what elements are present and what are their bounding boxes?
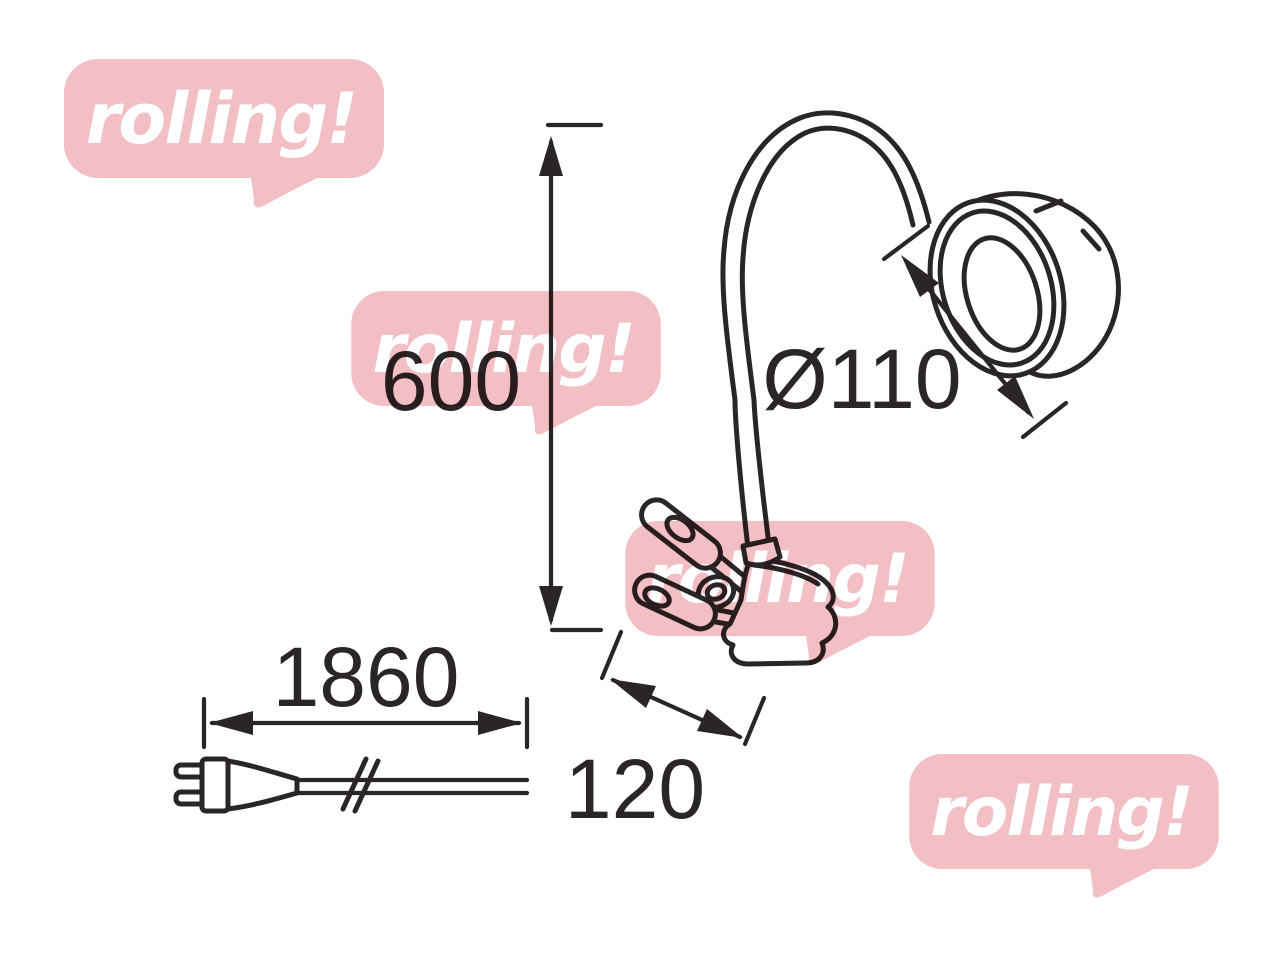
head-diameter-value: Ø110 xyxy=(762,332,961,426)
speech-bubble-shape xyxy=(625,520,935,665)
watermark-text: rolling! xyxy=(646,539,908,618)
power-plug xyxy=(173,756,300,814)
gooseneck-outer-line xyxy=(720,110,932,551)
arrowhead-down xyxy=(539,586,563,626)
power-cable xyxy=(294,756,530,814)
extension-tick-lower xyxy=(1020,400,1069,440)
lens xyxy=(961,235,1043,353)
watermark-text: rolling! xyxy=(372,309,634,388)
extension-tick-upper xyxy=(881,223,931,262)
shade-seam-marks xyxy=(1033,198,1102,252)
extension-tick-right xyxy=(742,695,767,747)
arrowhead-upleft xyxy=(610,679,656,708)
gooseneck xyxy=(720,110,932,551)
arrowhead-downright xyxy=(697,709,743,738)
plug-cone xyxy=(225,758,300,812)
arrowhead-up xyxy=(539,136,563,176)
dimension-cable-length: 1860 xyxy=(201,630,530,750)
arrowhead-left xyxy=(209,711,253,735)
plug-body xyxy=(199,756,231,814)
watermark-bubble-top-left: rolling! xyxy=(64,59,384,208)
cable-length-value: 1860 xyxy=(273,630,460,724)
watermark-bubble-center-left: rolling! xyxy=(351,290,661,435)
watermark-text: rolling! xyxy=(86,78,356,160)
gooseneck-inner-line xyxy=(739,125,916,548)
arrowhead-downright xyxy=(997,376,1034,419)
arrowhead-right xyxy=(478,711,522,735)
watermark-text: rolling! xyxy=(930,772,1192,851)
watermark-bubble-bottom-right: rolling! xyxy=(909,753,1219,898)
dimension-clamp-depth: 120 xyxy=(565,629,767,836)
extension-tick-left xyxy=(599,629,624,681)
dimension-head-diameter: Ø110 xyxy=(762,223,1069,440)
speech-bubble-shape xyxy=(909,753,1219,898)
watermark-bubble-center: rolling! xyxy=(625,520,935,665)
cable-break-symbol xyxy=(340,756,381,814)
speech-bubble-shape xyxy=(64,59,384,208)
speech-bubble-shape xyxy=(351,290,661,435)
arrowhead-upleft xyxy=(901,255,939,297)
clamp-depth-value: 120 xyxy=(565,742,705,836)
shade-rim-inner xyxy=(937,208,1057,368)
